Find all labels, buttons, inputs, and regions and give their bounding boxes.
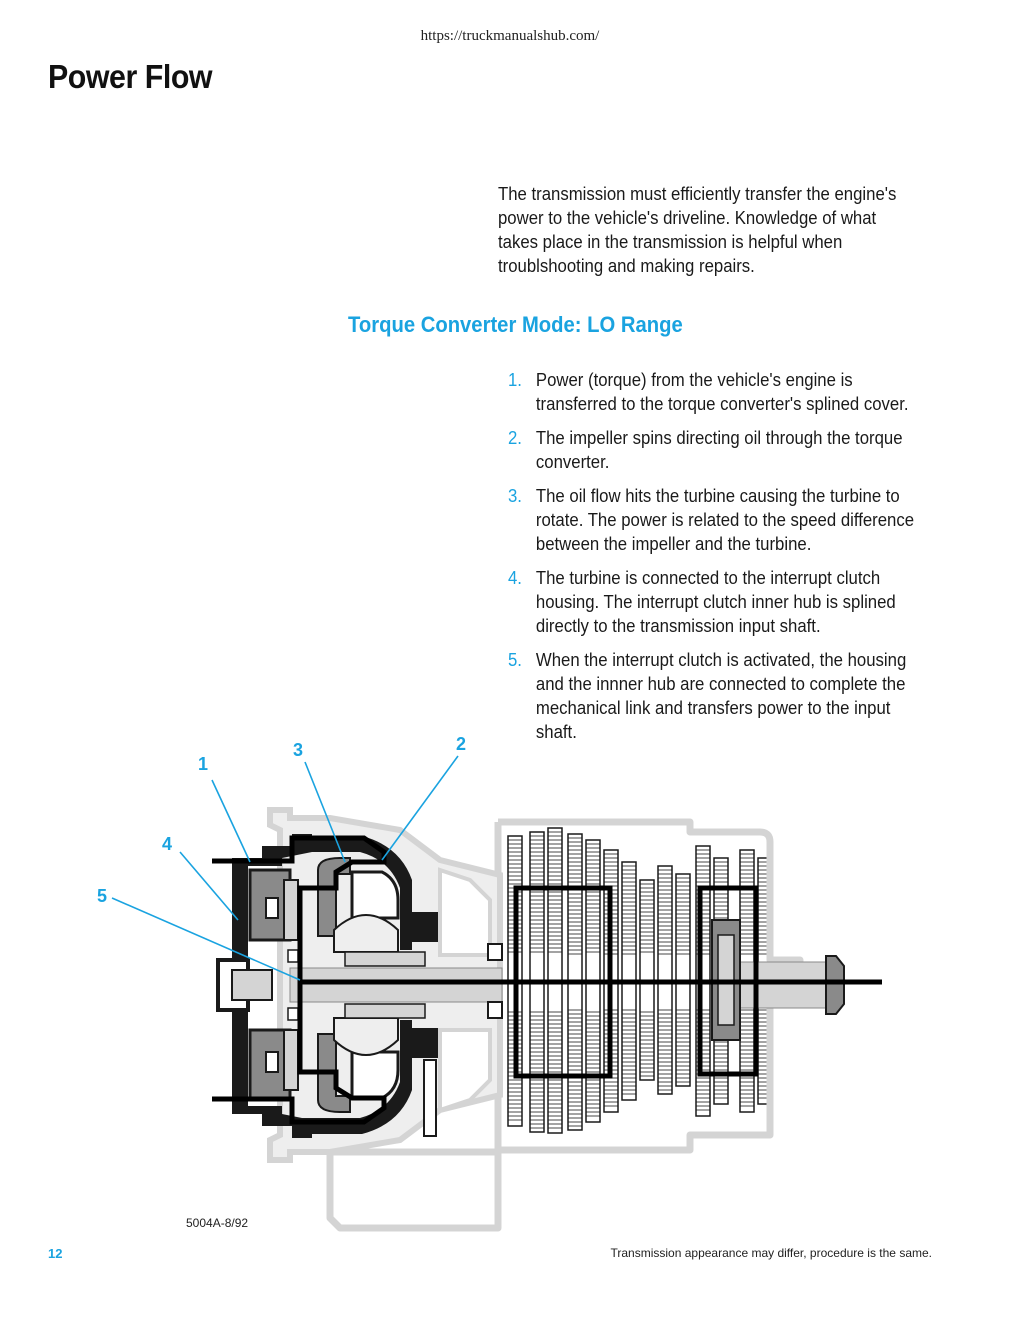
- callout-2: 2: [456, 734, 466, 754]
- callout-3: 3: [293, 740, 303, 760]
- page-title: Power Flow: [48, 58, 213, 95]
- page-number: 12: [48, 1246, 63, 1261]
- step-item: 1. Power (torque) from the vehicle's eng…: [508, 368, 934, 416]
- step-text: The impeller spins directing oil through…: [535, 428, 903, 472]
- output-yoke: [825, 955, 845, 1015]
- bearing: [487, 1001, 503, 1019]
- figure-code: 5004A-8/92: [186, 1216, 249, 1230]
- input-shaft: [289, 967, 503, 1003]
- clutch-hub-upper: [283, 879, 299, 941]
- stator-lower: [333, 1017, 399, 1056]
- bearing: [487, 943, 503, 961]
- pump-drive-upper: [412, 912, 438, 942]
- impeller-upper: [350, 870, 400, 920]
- step-item: 4. The turbine is connected to the inter…: [508, 566, 934, 638]
- transmission-cutaway-diagram: 1 3 2 4 5: [97, 734, 882, 1232]
- turbine-upper: [317, 857, 351, 937]
- stator-hub: [344, 1003, 426, 1019]
- callout-1: 1: [198, 754, 208, 774]
- impeller-lower: [350, 1050, 400, 1100]
- bell-housing-inner: [438, 867, 492, 1113]
- section-heading: Torque Converter Mode: LO Range: [348, 312, 683, 337]
- pilot-hub-inner: [231, 969, 273, 1001]
- pump-drive-lower: [412, 1028, 438, 1058]
- step-number: 5.: [508, 650, 522, 670]
- step-number: 2.: [508, 428, 522, 448]
- callout-4: 4: [162, 834, 172, 854]
- bearing: [287, 949, 299, 963]
- stator-upper: [333, 914, 399, 953]
- converter-cover-upper: [300, 836, 412, 950]
- step-text: When the interrupt clutch is activated, …: [535, 650, 907, 742]
- step-number: 3.: [508, 486, 522, 506]
- pump-gear: [423, 1059, 437, 1137]
- footer-note: Transmission appearance may differ, proc…: [610, 1246, 933, 1260]
- step-number: 1.: [508, 370, 522, 390]
- bearing: [287, 1007, 299, 1021]
- step-text: Power (torque) from the vehicle's engine…: [535, 370, 909, 414]
- steps-list: 1. Power (torque) from the vehicle's eng…: [508, 368, 934, 754]
- clutch-plate: [265, 897, 279, 919]
- step-item: 2. The impeller spins directing oil thro…: [508, 426, 934, 474]
- rear-housing-outline: [326, 818, 804, 1232]
- step-text: The oil flow hits the turbine causing th…: [535, 486, 915, 554]
- output-shaft: [739, 961, 827, 1009]
- step-item: 3. The oil flow hits the turbine causing…: [508, 484, 934, 556]
- power-flow-path: [212, 835, 882, 1125]
- source-url: https://truckmanualshub.com/: [420, 28, 600, 44]
- step-text: The turbine is connected to the interrup…: [535, 568, 896, 636]
- intro-paragraph: The transmission must efficiently transf…: [498, 184, 897, 276]
- clutch-hub-lower: [283, 1029, 299, 1091]
- step-item: 5. When the interrupt clutch is activate…: [508, 648, 934, 744]
- stator-hub: [344, 951, 426, 967]
- clutch-plate: [265, 1051, 279, 1073]
- callout-leaders: [111, 755, 459, 981]
- step-number: 4.: [508, 568, 522, 588]
- callout-5: 5: [97, 886, 107, 906]
